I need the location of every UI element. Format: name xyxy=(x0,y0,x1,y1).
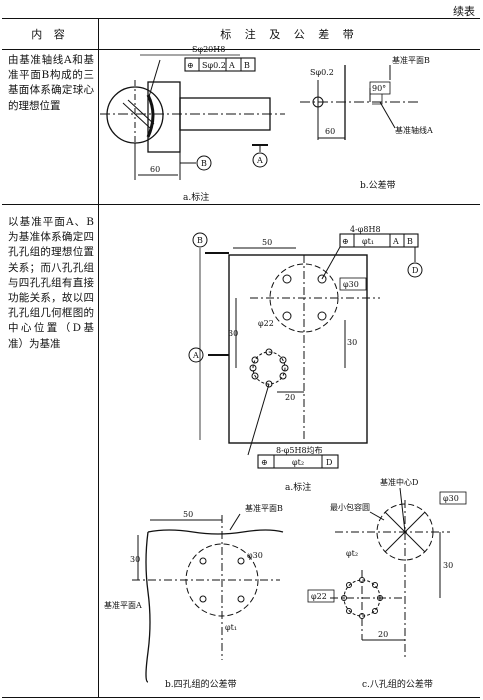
axis-a-label: 基准轴线A xyxy=(395,125,433,135)
position-symbol: ⊕ xyxy=(187,61,194,70)
phi30-c: φ30 xyxy=(443,494,459,503)
dim-20-c: 20 xyxy=(378,630,388,639)
row1-description: 由基准轴线A和基准平面B构成的三基面体系确定球心的理想位置 xyxy=(8,54,94,112)
row1-figure-b: Sφ0.2 基准平面B 90° 60 基准轴线A b.公差带 xyxy=(300,55,433,191)
svg-text:⊕: ⊕ xyxy=(261,458,268,467)
row2-figure-c: 基准中心D φ30 最小包容圆 φt₂ 30 φ22 20 c.八孔组的公差带 xyxy=(307,477,467,690)
center-d-label: 基准中心D xyxy=(380,477,418,487)
datum-d: D xyxy=(412,266,418,275)
svg-text:D: D xyxy=(326,458,332,467)
top-note: 4-φ8H8 xyxy=(350,225,381,234)
continued-label: 续表 xyxy=(453,5,475,18)
datum-a-bubble xyxy=(252,152,268,168)
fcf-tolerance: Sφ0.2 xyxy=(202,61,226,70)
t2-c: φt₂ xyxy=(346,549,358,558)
plane-b-label: 基准平面B xyxy=(392,55,430,65)
dim-30-v: 30 xyxy=(228,329,238,338)
leader-line xyxy=(147,59,161,101)
svg-text:φt₂: φt₂ xyxy=(292,458,304,467)
plate xyxy=(228,254,368,444)
size-label: Sφ20H8 xyxy=(192,45,225,54)
fcf-row2-bottom: ⊕ φt₂ D xyxy=(257,454,339,469)
dim-60-b: 60 xyxy=(325,127,335,136)
standard-table: 内 容 标 注 及 公 差 带 由基准轴线A和基准平面B构成的三基面体系确定球心… xyxy=(2,18,480,698)
svg-text:B: B xyxy=(407,237,413,246)
dim-30-c: 30 xyxy=(443,561,453,570)
row2-figure-a: B 50 30 φ30 φ22 30 20 A 4-φ8H8 ⊕ φt₁ A B xyxy=(188,225,423,493)
dim-50: 50 xyxy=(262,238,272,247)
phi30-b: φ30 xyxy=(247,551,263,560)
datum-plane-b-line xyxy=(147,529,284,535)
datum-a-2: A xyxy=(192,351,199,360)
dim-50-b: 50 xyxy=(183,510,193,519)
caption-1b: b.公差带 xyxy=(360,179,396,191)
dim-60: 60 xyxy=(150,165,160,174)
caption-2a: a.标注 xyxy=(285,481,311,493)
row2-description: 以基准平面A、B为基准体系确定四孔孔组的理想位置关系；而八孔孔组与四孔孔组有直接… xyxy=(8,216,94,350)
phi22-c: φ22 xyxy=(311,592,327,601)
fcf-datum-a: A xyxy=(228,61,235,70)
svg-text:φt₁: φt₁ xyxy=(362,237,374,246)
dim-30-b: 30 xyxy=(347,338,357,347)
svg-text:⊕: ⊕ xyxy=(342,237,349,246)
phi30-a: φ30 xyxy=(343,280,359,289)
fcf-row2-top: ⊕ φt₁ A B xyxy=(339,233,419,248)
caption-2c: c.八孔组的公差带 xyxy=(362,678,433,690)
angle-label: 90° xyxy=(372,84,386,93)
svg-text:A: A xyxy=(392,237,399,246)
tol-label: Sφ0.2 xyxy=(310,68,334,77)
dim-30-2b: 30 xyxy=(130,555,140,564)
dim-20: 20 xyxy=(285,393,295,402)
caption-2b: b.四孔组的公差带 xyxy=(165,678,237,690)
row2-figure-b: 50 基准平面B 30 φ30 φt₁ 基准平面A b.四孔组的公差带 xyxy=(104,503,284,690)
phi22-a: φ22 xyxy=(258,319,274,328)
datum-b-2: B xyxy=(197,236,203,245)
bottom-note: 8-φ5H8均布 xyxy=(276,445,323,455)
header-annotation: 标 注 及 公 差 带 xyxy=(220,28,359,41)
plane-b-label-2: 基准平面B xyxy=(245,503,283,513)
datum-b: B xyxy=(201,159,207,168)
datum-b-bubble xyxy=(196,155,212,171)
plane-a-label: 基准平面A xyxy=(104,600,142,610)
datum-plane-a-line xyxy=(145,531,151,683)
fcf-datum-b: B xyxy=(244,61,250,70)
t1-b: φt₁ xyxy=(225,623,237,632)
fcf-row1: ⊕ Sφ0.2 A B xyxy=(184,57,256,72)
column-divider xyxy=(98,19,99,697)
table-header: 内 容 标 注 及 公 差 带 xyxy=(2,19,480,50)
hatch-line xyxy=(122,102,151,129)
row-divider xyxy=(2,204,480,205)
sphere-hatch xyxy=(146,94,155,138)
row1-figure-a: Sφ20H8 ⊕ Sφ0.2 A B 60 B A a.标注 xyxy=(100,45,285,203)
caption-1a: a.标注 xyxy=(183,191,209,203)
header-content: 内 容 xyxy=(31,28,69,41)
datum-a: A xyxy=(256,156,263,165)
pattern-circle-22 xyxy=(252,351,286,385)
min-env-label: 最小包容圆 xyxy=(330,502,370,512)
